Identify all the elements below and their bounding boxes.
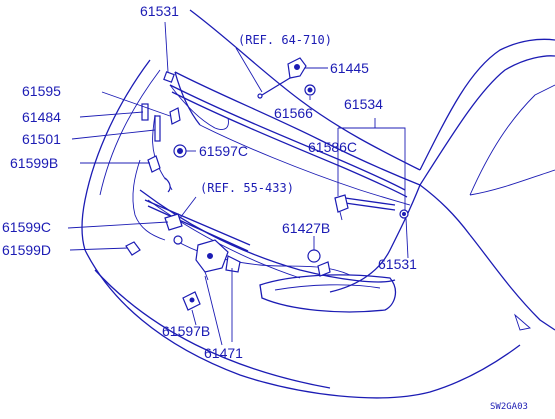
part-61586c-clip bbox=[334, 194, 349, 221]
part-61599d-clip bbox=[125, 241, 141, 256]
car-body-outline bbox=[81, 9, 555, 399]
label-ref-64-710: (REF. 64-710) bbox=[238, 33, 332, 47]
label-61599d: 61599D bbox=[2, 242, 51, 258]
label-61531-top: 61531 bbox=[140, 3, 179, 19]
diagram-code: SW2GA03 bbox=[490, 402, 528, 412]
part-61597b-grommet bbox=[182, 291, 201, 311]
label-61597b: 61597B bbox=[162, 323, 210, 339]
label-61445: 61445 bbox=[330, 60, 369, 76]
part-61595-clip bbox=[169, 107, 181, 125]
part-61566-clip bbox=[304, 84, 316, 96]
label-61599b: 61599B bbox=[10, 155, 58, 171]
part-61597c-grommet bbox=[173, 144, 187, 158]
part-61445-release-handle bbox=[257, 57, 307, 99]
label-61427b: 61427B bbox=[282, 220, 330, 236]
part-61599c-clip bbox=[164, 213, 183, 245]
label-61471: 61471 bbox=[204, 345, 243, 361]
leader-lines bbox=[67, 21, 409, 346]
part-61471-hood-lock bbox=[195, 239, 241, 281]
part-61531-top bbox=[163, 71, 175, 83]
label-61599c: 61599C bbox=[2, 219, 51, 235]
part-61501-cable bbox=[147, 155, 171, 193]
label-61595: 61595 bbox=[22, 83, 61, 99]
label-61534: 61534 bbox=[344, 96, 383, 112]
label-61566: 61566 bbox=[274, 105, 313, 121]
part-61531-right bbox=[399, 209, 409, 219]
label-ref-55-433: (REF. 55-433) bbox=[200, 181, 294, 195]
label-61501: 61501 bbox=[22, 131, 61, 147]
label-61484: 61484 bbox=[22, 109, 61, 125]
label-61586c: 61586C bbox=[308, 139, 357, 155]
callout-labels: 61531 (REF. 64-710) 61445 61595 61566 61… bbox=[2, 3, 528, 412]
label-61597c: 61597C bbox=[199, 143, 248, 159]
label-61531-right: 61531 bbox=[378, 256, 417, 272]
